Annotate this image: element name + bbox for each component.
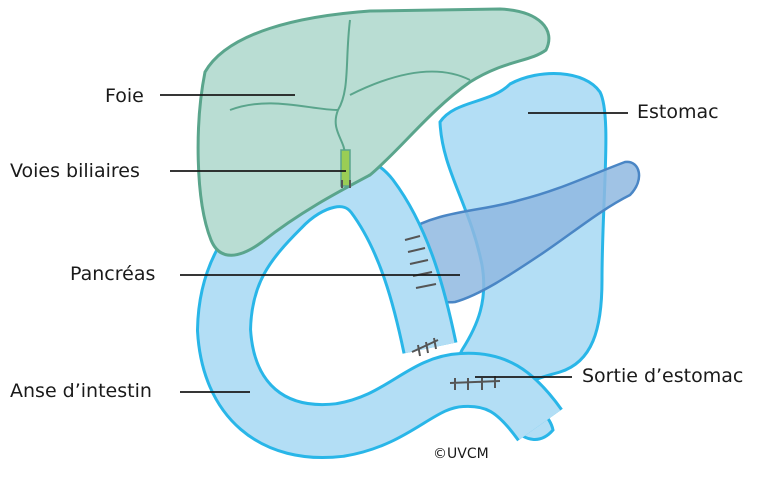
liver-fissure (334, 19, 351, 156)
label-intestine-loop: Anse d’intestin (10, 380, 152, 402)
leader-lines (160, 94, 628, 393)
label-stomach: Estomac (637, 101, 719, 123)
bile-duct-shape (340, 149, 351, 187)
copyright-text: ©UVCM (433, 446, 489, 462)
suture-marks (341, 180, 501, 390)
label-stomach-outlet: Sortie d’estomac (582, 365, 744, 387)
intestine-loop-shape (198, 155, 561, 456)
liver-lobe-lines (229, 70, 471, 111)
liver-shape (196, 7, 551, 257)
label-pancreas: Pancréas (70, 263, 156, 285)
pancreas-shape (403, 160, 641, 304)
label-bile-ducts: Voies biliaires (10, 160, 140, 182)
label-liver: Foie (105, 85, 144, 107)
